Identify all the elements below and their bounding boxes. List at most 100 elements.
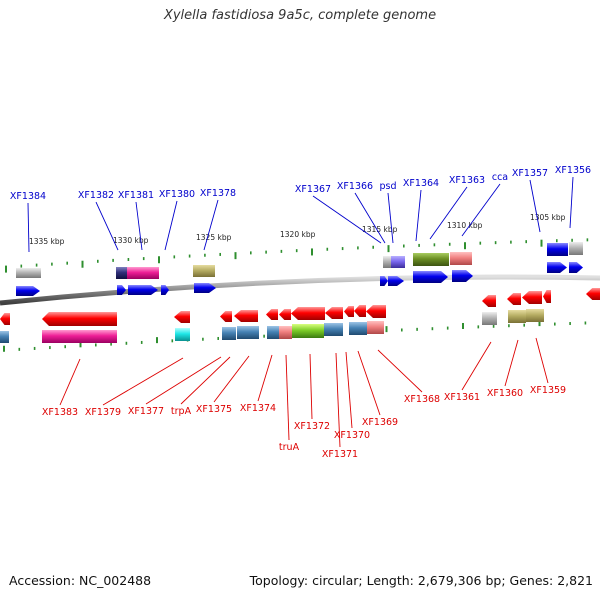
gene-feature[interactable] [507,293,521,305]
gene-feature[interactable] [388,276,404,286]
gene-feature[interactable] [267,326,279,339]
gene-feature[interactable] [569,262,583,273]
gene-feature[interactable] [16,286,40,296]
gene-feature[interactable] [569,242,583,255]
gene-feature[interactable] [349,322,367,335]
gene-feature[interactable] [279,309,291,320]
gene-label-reverse[interactable]: XF1383 [42,407,78,418]
gene-feature[interactable] [482,295,496,307]
gene-feature[interactable] [413,253,449,266]
gene-feature[interactable] [193,265,215,277]
gene-label-forward[interactable]: XF1367 [295,184,331,195]
gene-label-forward[interactable]: XF1357 [512,168,548,179]
gene-feature[interactable] [383,256,391,268]
gene-label-reverse[interactable]: XF1371 [322,449,358,460]
gene-feature[interactable] [0,331,9,343]
scale-label: 1315 kbp [362,225,398,234]
gene-label-reverse[interactable]: XF1368 [404,394,440,405]
label-leader [27,202,30,253]
gene-label-reverse[interactable]: XF1360 [487,388,523,399]
gene-feature[interactable] [266,309,278,320]
gene-feature[interactable] [116,267,127,279]
gene-feature[interactable] [367,321,384,334]
gene-label-forward[interactable]: psd [379,181,396,192]
gene-feature[interactable] [0,313,10,325]
gene-label-forward[interactable]: XF1382 [78,190,114,201]
gene-label-reverse[interactable]: truA [279,442,300,453]
gene-label-forward[interactable]: XF1363 [449,175,485,186]
gene-label-reverse[interactable]: XF1379 [85,407,121,418]
topology-label: Topology: circular; Length: 2,679,306 bp… [249,573,593,588]
label-leader [357,350,381,416]
gene-label-forward[interactable]: XF1364 [403,178,439,189]
gene-feature[interactable] [366,305,386,318]
gene-feature[interactable] [161,285,169,295]
gene-feature[interactable] [413,271,448,283]
gene-feature[interactable] [325,307,343,319]
gene-label-forward[interactable]: XF1384 [10,191,46,202]
scale-label: 1320 kbp [280,230,316,239]
gene-label-forward[interactable]: XF1366 [337,181,373,192]
gene-label-reverse[interactable]: XF1374 [240,403,276,414]
gene-feature[interactable] [42,330,117,343]
gene-feature[interactable] [128,285,158,295]
gene-feature[interactable] [292,324,324,338]
label-leader [461,341,492,391]
scale-label: 1310 kbp [447,221,483,230]
gene-label-reverse[interactable]: XF1370 [334,430,370,441]
accession-label: Accession: NC_002488 [9,573,152,588]
gene-feature[interactable] [391,256,405,268]
gene-label-forward[interactable]: cca [492,172,508,183]
gene-feature[interactable] [586,288,600,300]
label-leader [164,200,178,251]
label-leader [335,352,341,448]
gene-label-reverse[interactable]: XF1372 [294,421,330,432]
gene-feature[interactable] [237,326,259,339]
gene-label-reverse[interactable]: XF1361 [444,392,480,403]
gene-feature[interactable] [174,311,190,323]
label-leader [95,201,119,251]
gene-label-reverse[interactable]: XF1359 [530,385,566,396]
gene-feature[interactable] [117,285,126,295]
gene-feature[interactable] [16,268,41,278]
gene-feature[interactable] [526,309,544,322]
gene-label-reverse[interactable]: XF1369 [362,417,398,428]
gene-feature[interactable] [547,262,567,273]
gene-label-forward[interactable]: XF1380 [159,189,195,200]
gene-feature[interactable] [450,252,472,265]
gene-feature[interactable] [127,267,159,279]
gene-label-forward[interactable]: XF1381 [118,190,154,201]
gene-label-reverse[interactable]: XF1375 [196,404,232,415]
gene-feature[interactable] [220,311,232,322]
gene-feature[interactable] [175,328,190,341]
gene-feature[interactable] [508,310,526,323]
gene-feature[interactable] [344,306,354,317]
gene-feature[interactable] [291,307,325,320]
label-leader [213,355,250,403]
scale-label: 1335 kbp [29,237,65,246]
label-leader [59,358,81,406]
gene-feature[interactable] [234,310,258,322]
gene-feature[interactable] [482,312,497,325]
gene-feature[interactable] [194,283,216,293]
gene-label-reverse[interactable]: trpA [171,406,192,417]
gene-label-reverse[interactable]: XF1377 [128,406,164,417]
gene-label-forward[interactable]: XF1378 [200,188,236,199]
gene-feature[interactable] [452,270,473,282]
gene-feature[interactable] [324,323,343,336]
label-leader [345,351,353,429]
gene-features[interactable] [0,242,600,343]
gene-feature[interactable] [543,290,551,303]
gene-feature[interactable] [354,305,366,317]
gene-feature[interactable] [222,327,236,340]
gene-feature[interactable] [547,243,568,256]
gene-feature[interactable] [380,276,388,286]
gene-label-forward[interactable]: XF1356 [555,165,591,176]
label-leader [569,176,574,229]
gene-feature[interactable] [279,326,292,339]
label-leader [203,199,219,251]
gene-feature[interactable] [522,291,542,304]
gene-feature[interactable] [42,312,117,326]
